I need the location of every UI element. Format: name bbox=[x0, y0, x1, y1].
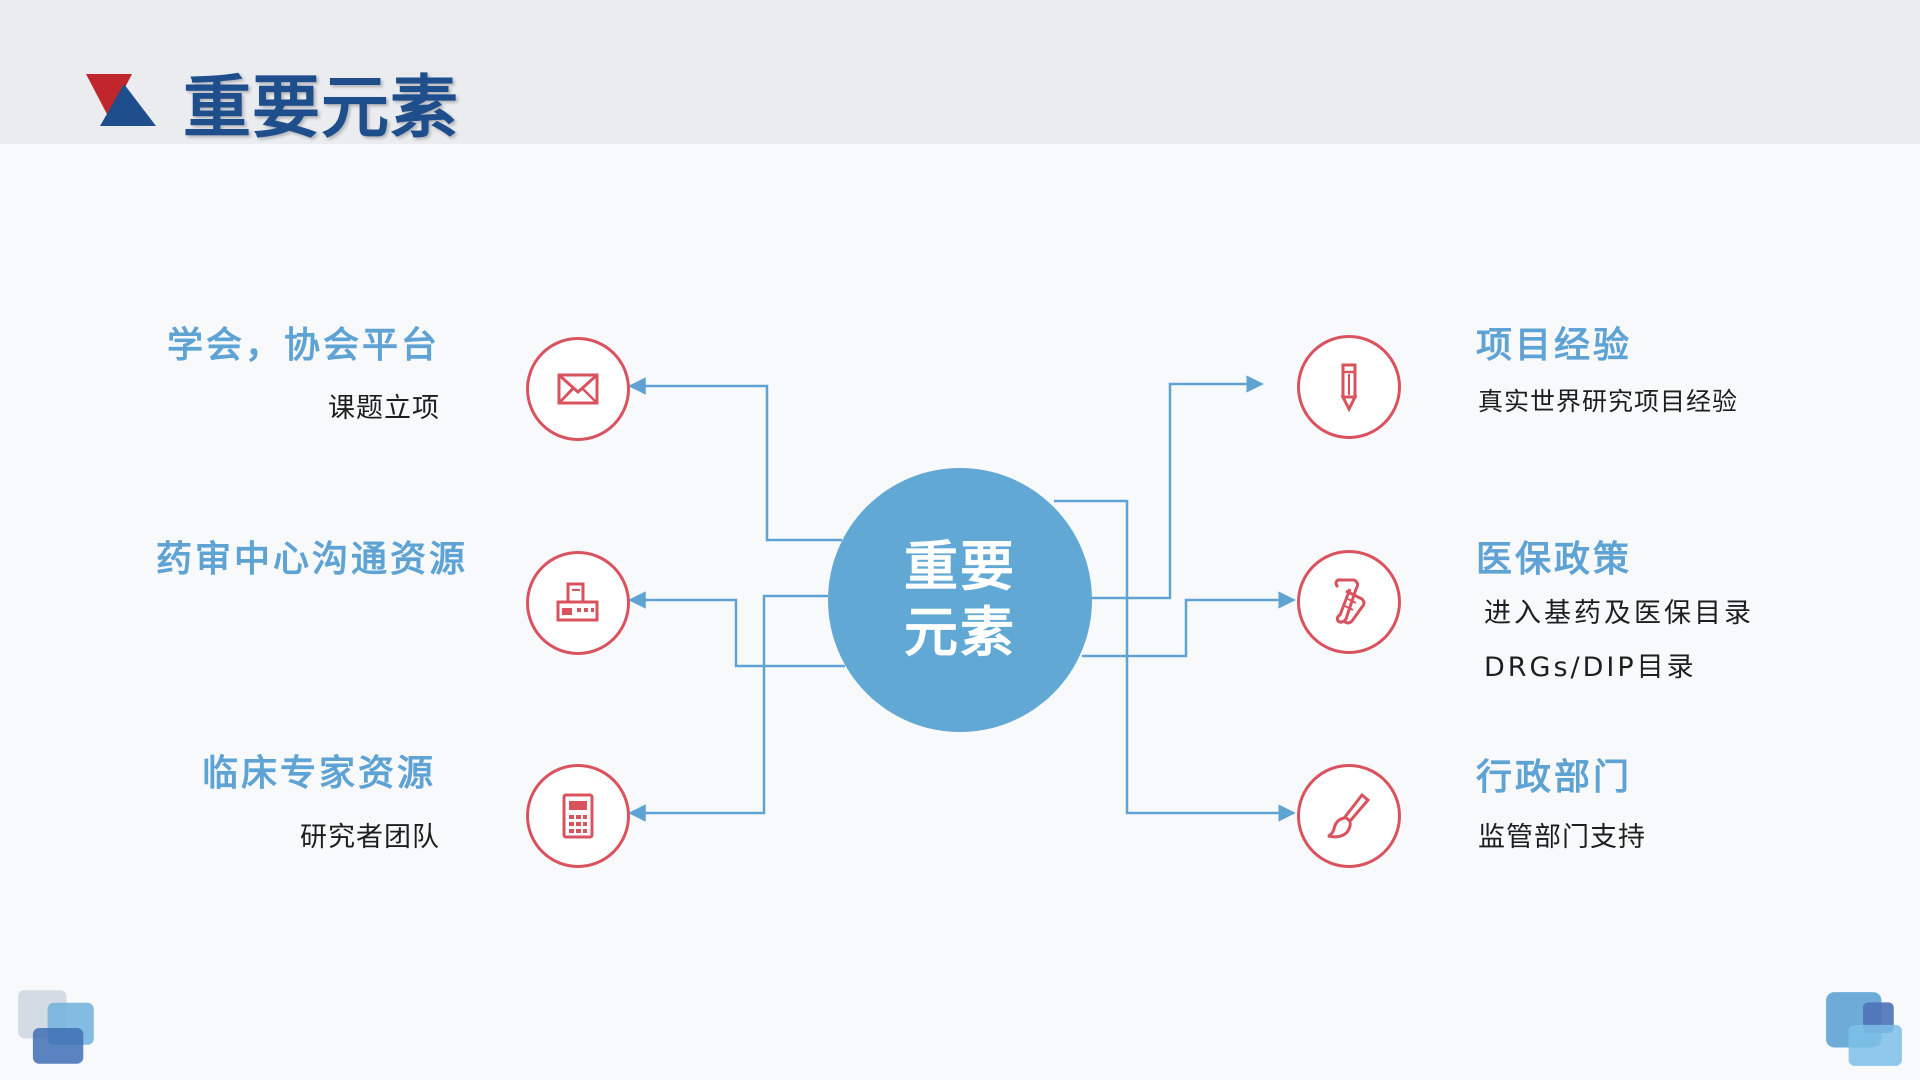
connector-right-1 bbox=[1092, 375, 1264, 600]
connector-left-3 bbox=[628, 594, 828, 822]
connector-right-2 bbox=[1082, 591, 1296, 658]
label-cde-communication: 药审中心沟通资源 bbox=[155, 539, 468, 580]
label-clinical-experts: 临床专家资源 bbox=[201, 753, 436, 794]
node-envelope bbox=[526, 337, 630, 441]
label-administrative-departments: 行政部门 bbox=[1476, 757, 1633, 798]
label-regulatory-support: 监管部门支持 bbox=[1478, 822, 1646, 853]
label-project-experience: 项目经验 bbox=[1476, 325, 1633, 366]
node-pencil bbox=[1297, 335, 1401, 439]
node-fax bbox=[526, 551, 630, 655]
label-medical-insurance-policy: 医保政策 bbox=[1476, 539, 1633, 580]
connector-left-2 bbox=[628, 591, 845, 668]
connector-left-1 bbox=[628, 377, 842, 542]
node-paintbrush bbox=[1297, 764, 1401, 868]
label-project-initiation: 课题立项 bbox=[328, 393, 440, 424]
label-rwe-experience: 真实世界研究项目经验 bbox=[1478, 387, 1739, 416]
corner-decoration-left bbox=[18, 990, 94, 1064]
central-hub: 重要元素 bbox=[828, 468, 1092, 732]
pencil-icon bbox=[1340, 363, 1358, 412]
node-scroll bbox=[1297, 550, 1401, 654]
page-title: 重要元素 bbox=[183, 69, 460, 148]
paintbrush-icon bbox=[1327, 792, 1371, 839]
corner-decoration-right bbox=[1826, 992, 1902, 1066]
envelope-icon bbox=[557, 373, 599, 405]
header-bar bbox=[0, 0, 1920, 144]
label-society-platform: 学会，协会平台 bbox=[166, 325, 440, 366]
label-essential-drug-list: 进入基药及医保目录 bbox=[1484, 598, 1754, 629]
hub-label: 重要元素 bbox=[904, 535, 1016, 664]
calculator-icon bbox=[562, 793, 594, 839]
connector-right-3 bbox=[1054, 499, 1296, 822]
scroll-document-icon bbox=[1334, 578, 1366, 625]
company-logo-icon bbox=[86, 74, 156, 126]
label-investigator-team: 研究者团队 bbox=[300, 822, 440, 853]
node-calculator bbox=[526, 764, 630, 868]
label-drg-dip-list: DRGs/DIP目录 bbox=[1484, 652, 1697, 683]
fax-machine-icon bbox=[556, 582, 599, 622]
